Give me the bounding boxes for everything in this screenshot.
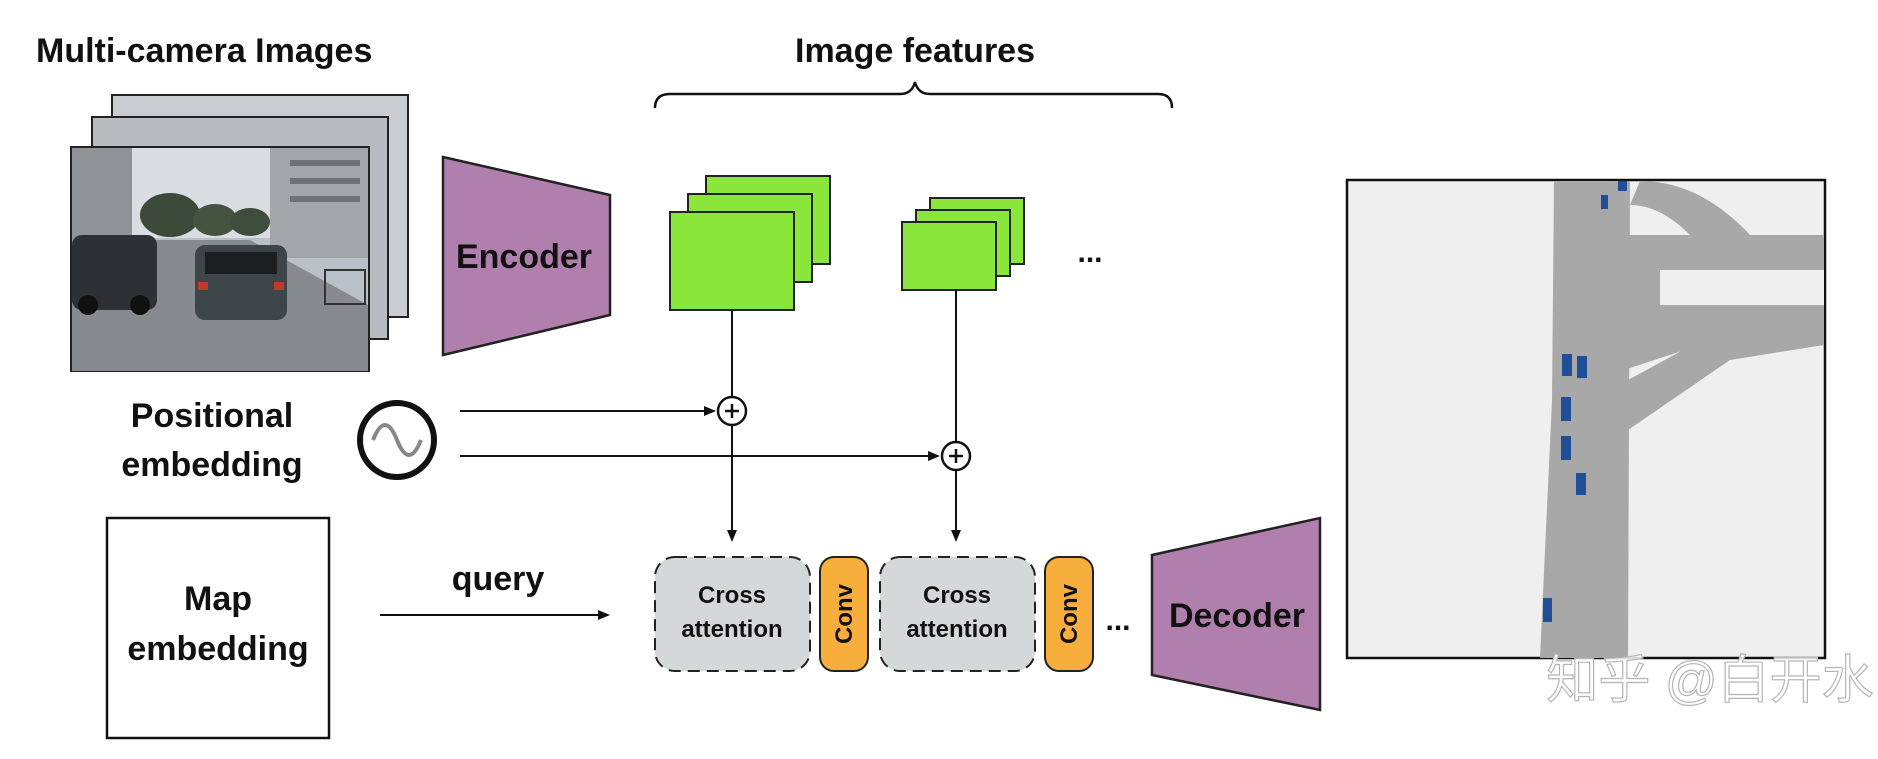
positional-label-line2: embedding — [121, 446, 302, 484]
camera-image-stack — [70, 94, 409, 372]
feature-map-stack-2 — [901, 197, 1025, 291]
plus-circle-icon — [940, 440, 972, 472]
sine-wave-icon — [357, 400, 437, 480]
conv-block-2 — [1044, 556, 1094, 672]
cross-attention-1-line2: attention — [681, 616, 782, 643]
conv-1-label: Conv — [831, 583, 858, 644]
decoder-label: Decoder — [1169, 597, 1305, 635]
feature-map-stack-1 — [669, 175, 831, 311]
map-embedding-box — [105, 516, 331, 740]
multi-camera-title: Multi-camera Images — [36, 32, 372, 70]
image-features-title: Image features — [795, 32, 1035, 70]
features-ellipsis: ... — [1077, 236, 1102, 269]
watermark: 知乎 @白开水 — [1546, 652, 1873, 710]
cross-attention-block-1 — [654, 556, 811, 672]
conv-block-1 — [819, 556, 869, 672]
bev-segmentation-map — [1345, 178, 1827, 660]
camera-image-front — [70, 146, 370, 372]
decoder-block — [1150, 516, 1322, 712]
encoder-block — [441, 155, 612, 357]
map-label-line1: Map — [184, 580, 252, 618]
plus-circle-icon — [716, 395, 748, 427]
query-label: query — [452, 560, 545, 598]
pipeline-ellipsis: ... — [1105, 604, 1130, 637]
map-label-line2: embedding — [127, 630, 308, 668]
cross-attention-2-line1: Cross — [923, 582, 991, 609]
feature-brace — [653, 81, 1174, 109]
positional-label-line1: Positional — [131, 397, 293, 435]
cross-attention-block-2 — [879, 556, 1036, 672]
conv-2-label: Conv — [1056, 583, 1083, 644]
cross-attention-1-line1: Cross — [698, 582, 766, 609]
cross-attention-2-line2: attention — [906, 616, 1007, 643]
encoder-label: Encoder — [456, 238, 592, 276]
